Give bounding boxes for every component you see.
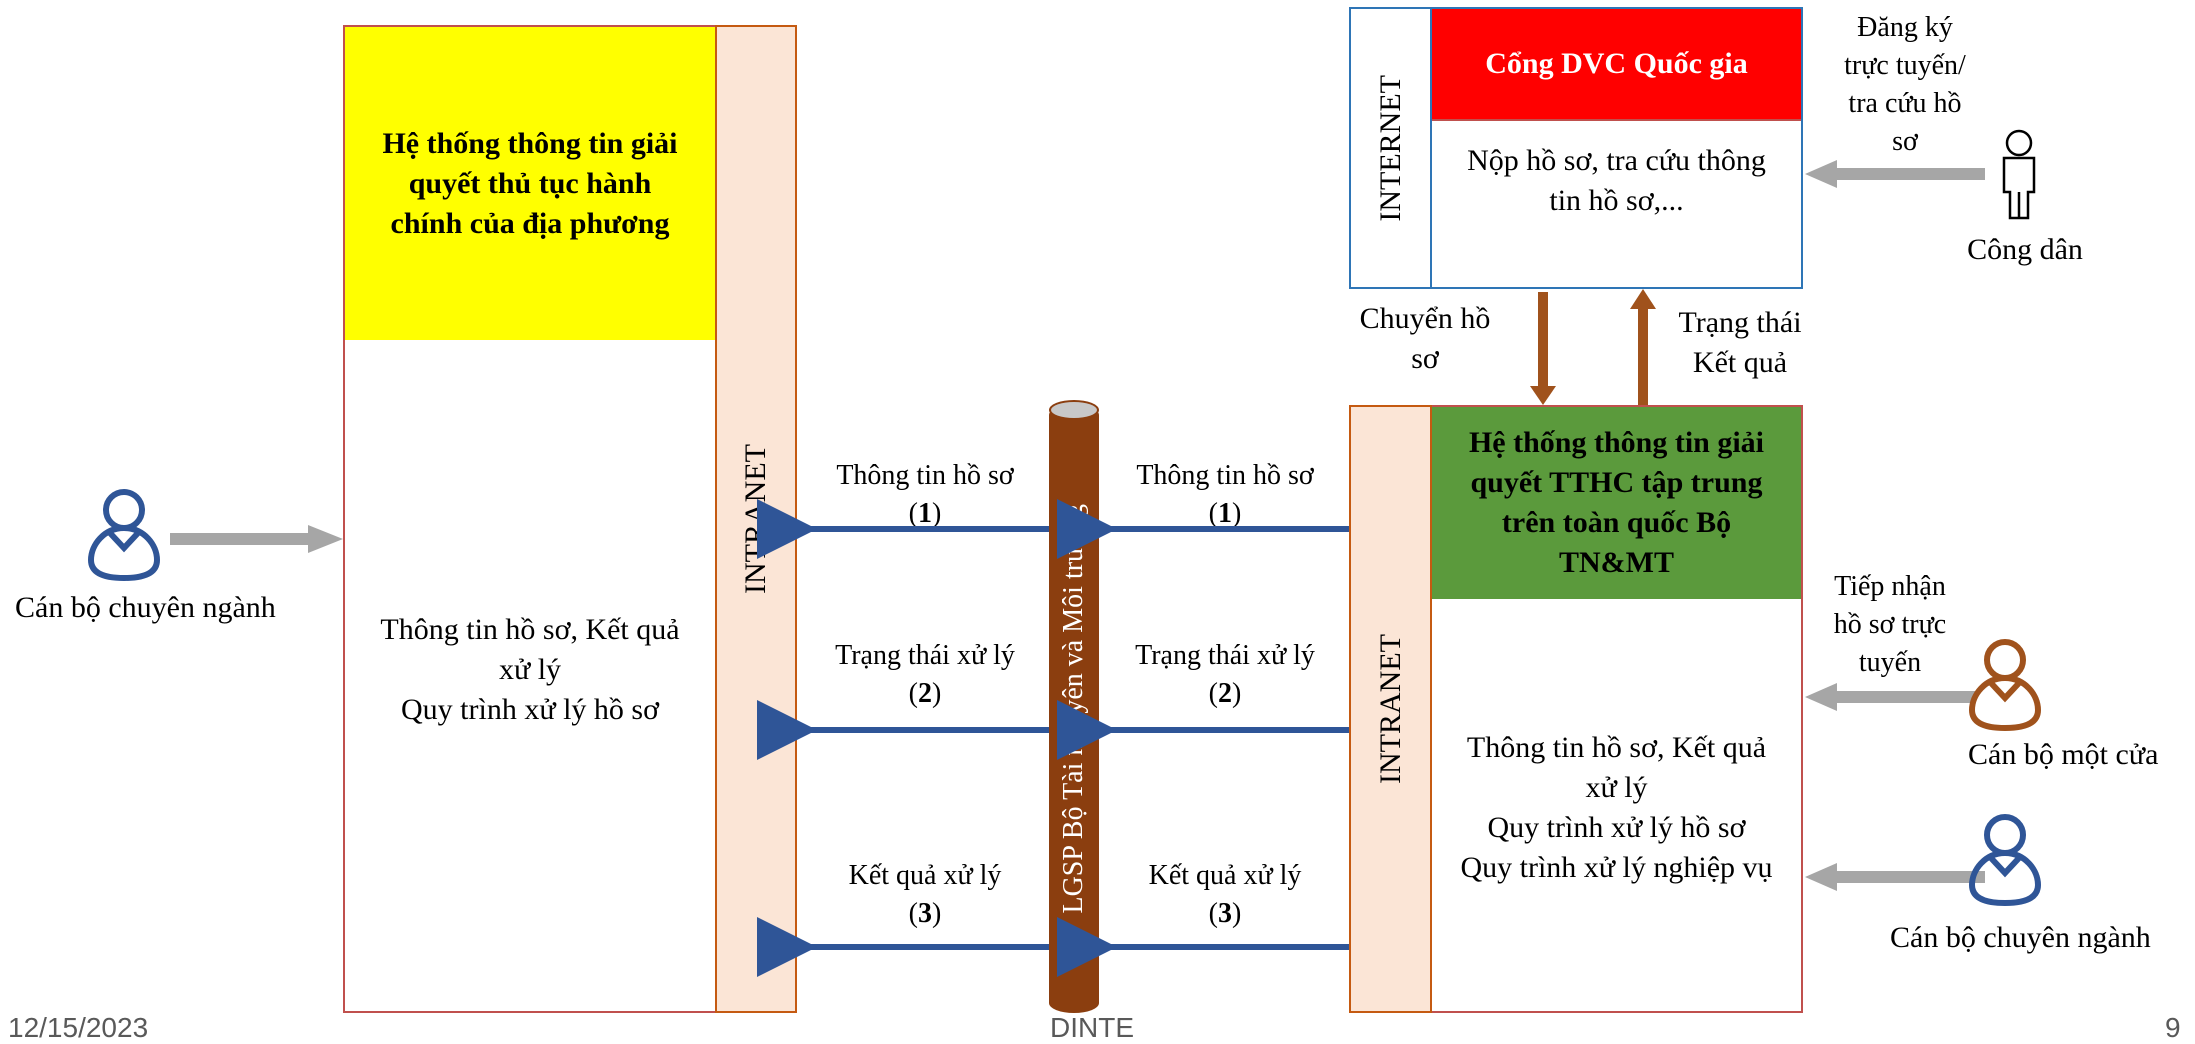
flow-label-left-1: Thông tin hồ sơ (1)	[800, 455, 1050, 535]
one-stop-action-line: tuyến	[1858, 647, 1922, 678]
flow-label-right-3: Kết quả xử lý (3)	[1100, 855, 1350, 935]
transfer-down-label-line: sơ	[1411, 342, 1439, 375]
user-icon	[87, 489, 161, 582]
flow-label-text: Thông tin hồ sơ	[1136, 460, 1314, 491]
left-system-content-line: Quy trình xử lý hồ sơ	[401, 693, 659, 726]
ministry-content-line: xử lý	[1585, 771, 1648, 804]
right-officer-arrow	[1805, 863, 1837, 891]
right-officer-arrow	[1835, 871, 1985, 883]
left-officer-arrow	[170, 533, 310, 545]
transfer-down-label-line: Chuyển hồ	[1359, 302, 1491, 335]
transfer-up-label-line: Kết quả	[1692, 346, 1788, 379]
flow-label-text: Thông tin hồ sơ	[836, 460, 1014, 491]
flow-label-num: (1)	[1208, 498, 1242, 529]
flow-label-num: (2)	[908, 678, 942, 709]
citizen-action-label: Đăng ký trực tuyến/ tra cứu hồ sơ	[1805, 5, 2005, 165]
transfer-down-arrow	[1538, 292, 1548, 388]
flow-label-text: Trạng thái xử lý	[835, 640, 1015, 671]
one-stop-action-label: Tiếp nhận hồ sơ trực tuyến	[1800, 565, 1980, 685]
footer-date: 12/15/2023	[8, 1012, 149, 1043]
transfer-down-label: Chuyển hồ sơ	[1330, 298, 1520, 380]
left-system-title: Hệ thống thông tin giải quyết thủ tục hà…	[345, 27, 715, 340]
citizen-arrow	[1805, 160, 1837, 188]
citizen-label: Công dân	[1967, 233, 2083, 266]
left-system-content: Thông tin hồ sơ, Kết quả xử lý Quy trình…	[345, 600, 715, 740]
flow-label-left-2: Trạng thái xử lý (2)	[800, 635, 1050, 715]
one-stop-action-line: Tiếp nhận	[1834, 571, 1946, 602]
ministry-system-title: Hệ thống thông tin giải quyết TTHC tập t…	[1432, 407, 1801, 599]
ministry-system-content: Thông tin hồ sơ, Kết quả xử lý Quy trình…	[1432, 725, 1801, 891]
transfer-down-arrow	[1530, 386, 1556, 405]
citizen-action-line: Đăng ký	[1857, 12, 1953, 43]
flow-label-right-1: Thông tin hồ sơ (1)	[1100, 455, 1350, 535]
transfer-up-label-line: Trạng thái	[1678, 306, 1802, 339]
flow-label-text: Kết quả xử lý	[848, 860, 1002, 891]
national-portal-title: Cổng DVC Quốc gia	[1432, 9, 1801, 121]
one-stop-arrow	[1805, 683, 1837, 711]
transfer-up-arrow	[1630, 289, 1656, 309]
footer-page: 9	[2165, 1012, 2181, 1043]
flow-label-left-3: Kết quả xử lý (3)	[800, 855, 1050, 935]
flow-label-num: (3)	[1208, 898, 1242, 929]
right-intranet-column: INTRANET	[1349, 405, 1432, 1013]
one-stop-officer-label: Cán bộ một cửa	[1968, 738, 2159, 771]
right-officer-label: Cán bộ chuyên ngành	[1890, 921, 2151, 954]
footer-org: DINTE	[1050, 1012, 1134, 1043]
one-stop-arrow	[1835, 691, 1975, 703]
citizen-action-line: sơ	[1892, 126, 1918, 157]
ministry-content-line: Quy trình xử lý nghiệp vụ	[1460, 851, 1773, 884]
left-system-content-line: Thông tin hồ sơ, Kết quả	[380, 613, 680, 646]
flow-label-num: (2)	[1208, 678, 1242, 709]
person-icon	[2002, 129, 2036, 220]
citizen-action-line: trực tuyến/	[1844, 50, 1966, 81]
flow-label-num: (1)	[908, 498, 942, 529]
internet-column: INTERNET	[1349, 7, 1432, 289]
transfer-up-arrow	[1638, 307, 1648, 405]
user-icon	[1968, 814, 2042, 907]
flow-label-num: (3)	[908, 898, 942, 929]
ministry-content-line: Thông tin hồ sơ, Kết quả	[1466, 731, 1767, 764]
citizen-action-line: tra cứu hồ	[1848, 88, 1962, 119]
left-officer-arrow	[308, 525, 343, 553]
user-icon	[1968, 639, 2042, 732]
left-system-content-line: xử lý	[498, 653, 562, 686]
flow-label-text: Trạng thái xử lý	[1135, 640, 1315, 671]
citizen-arrow	[1835, 168, 1985, 180]
national-portal-content: Nộp hồ sơ, tra cứu thông tin hồ sơ,...	[1467, 144, 1766, 217]
ministry-content-line: Quy trình xử lý hồ sơ	[1487, 811, 1746, 844]
left-officer-label: Cán bộ chuyên ngành	[15, 591, 276, 624]
flow-label-text: Kết quả xử lý	[1148, 860, 1302, 891]
one-stop-action-line: hồ sơ trực	[1833, 609, 1947, 640]
flow-label-right-2: Trạng thái xử lý (2)	[1100, 635, 1350, 715]
transfer-up-label: Trạng thái Kết quả	[1645, 302, 1835, 384]
lgsp-bus-top	[1049, 400, 1099, 420]
